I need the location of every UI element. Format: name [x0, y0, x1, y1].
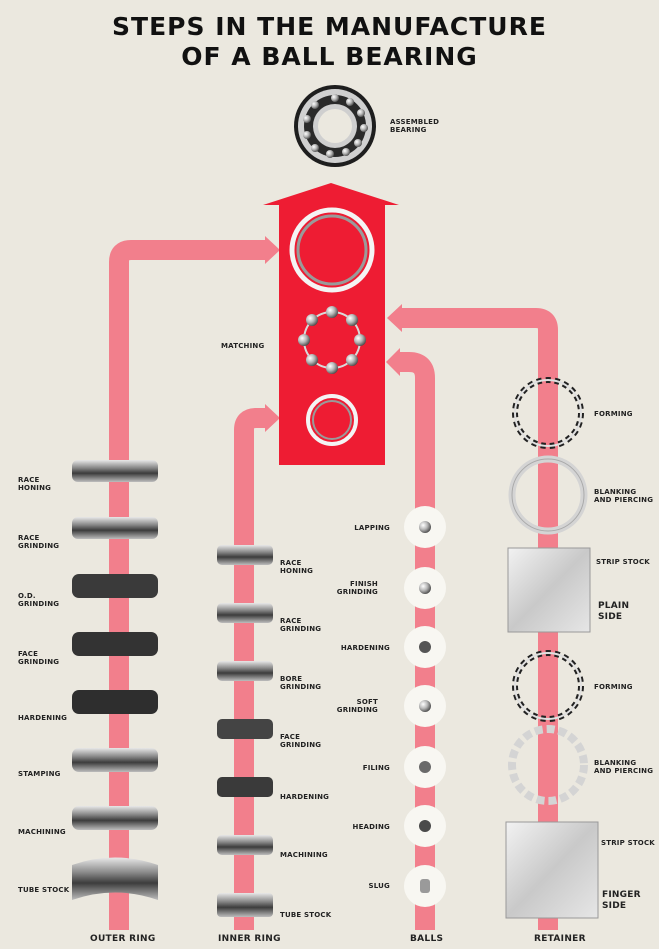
balls-arrowhead [386, 348, 400, 376]
inner-step-label: HARDENING [280, 793, 329, 801]
retainer-step-label: FORMING [594, 683, 633, 691]
outer-step-label: HARDENING [18, 714, 67, 722]
retainer-step-label: FORMING [594, 410, 633, 418]
inner-step-label: FACE GRINDING [280, 733, 324, 749]
inner-step-label: RACE GRINDING [280, 617, 324, 633]
ball-step-label: SOFT GRINDING [330, 698, 378, 714]
outer-step-label: RACE GRINDING [18, 534, 62, 550]
column-label-inner-ring: INNER RING [218, 934, 281, 944]
outer-step-label: RACE HONING [18, 476, 58, 492]
matching-box [263, 183, 399, 465]
ball-step-label: FINISH GRINDING [330, 580, 378, 596]
outer-step-label: STAMPING [18, 770, 61, 778]
inner-step-label: TUBE STOCK [280, 911, 331, 919]
outer-step-label: FACE GRINDING [18, 650, 62, 666]
retainer-arrowhead [387, 304, 402, 332]
retainer-step-label: STRIP STOCK [596, 558, 650, 566]
outer-step-label: TUBE STOCK [18, 886, 69, 894]
ball-step-label: HARDENING [330, 644, 390, 652]
assembled-bearing-label: ASSEMBLED BEARING [390, 118, 460, 134]
ball-step-label: FILING [330, 764, 390, 772]
matching-label: MATCHING [221, 342, 264, 350]
inner-arrowhead [265, 404, 280, 432]
column-label-balls: BALLS [410, 934, 443, 944]
retainer-step-label: PLAIN SIDE [598, 601, 638, 623]
outer-step-label: MACHINING [18, 828, 66, 836]
retainer-step-label: BLANKING AND PIERCING [594, 759, 656, 775]
retainer-step-label: BLANKING AND PIERCING [594, 488, 654, 504]
inner-step-label: MACHINING [280, 851, 328, 859]
ball-step-label: HEADING [330, 823, 390, 831]
retainer-step-label: FINGER SIDE [602, 890, 642, 912]
outer-step-label: O.D. GRINDING [18, 592, 62, 608]
outer-arrowhead [265, 236, 280, 264]
retainer-step-label: STRIP STOCK [601, 839, 655, 847]
inner-step-label: RACE HONING [280, 559, 320, 575]
inner-step-label: BORE GRINDING [280, 675, 324, 691]
column-label-outer-ring: OUTER RING [90, 934, 156, 944]
ball-step-label: SLUG [330, 882, 390, 890]
ball-step-label: LAPPING [330, 524, 390, 532]
column-label-retainer: RETAINER [534, 934, 586, 944]
assembled-bearing-image [294, 85, 376, 167]
